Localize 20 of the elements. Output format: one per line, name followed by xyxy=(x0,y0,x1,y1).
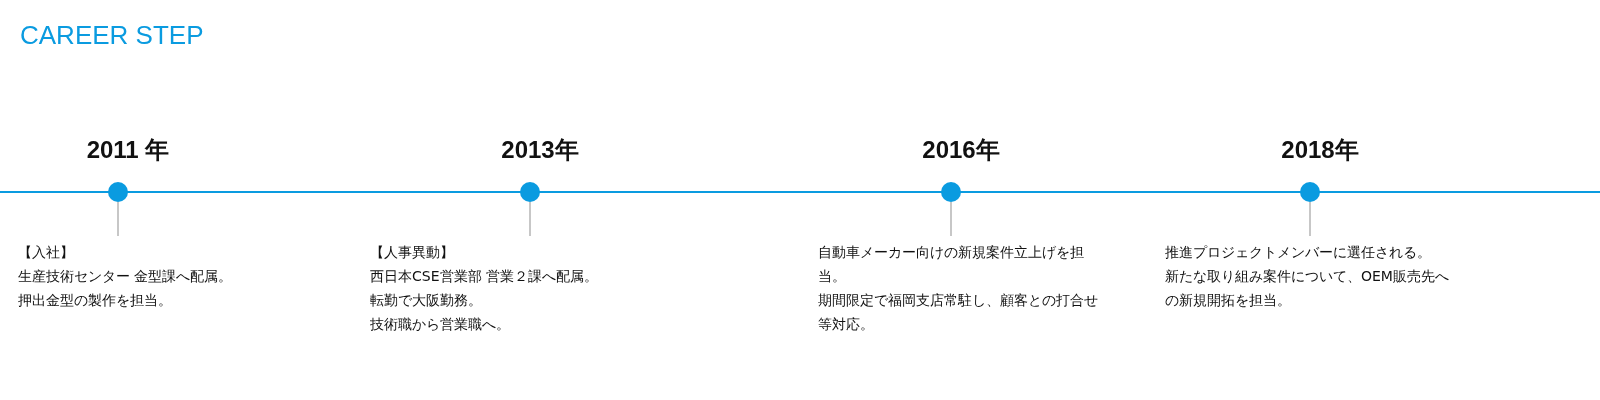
year-label: 2011 年 xyxy=(86,135,170,165)
description-text: 転勤で大阪勤務。 xyxy=(370,291,483,310)
year-label: 2016年 xyxy=(922,135,1000,165)
description-text: 自動車メーカー向けの新規案件立上げを担当。 xyxy=(818,243,1085,286)
diagram-title: CAREER STEP xyxy=(20,20,204,51)
leader-line xyxy=(1309,201,1311,237)
description-text: 期間限定で福岡支店常駐し、顧客との打合せ等対応。 xyxy=(818,291,1099,334)
event-heading: 【人事異動】 xyxy=(370,243,455,262)
year-label: 2013年 xyxy=(501,135,579,165)
description-text: 生産技術センター 金型課へ配属。 xyxy=(18,267,234,286)
leader-line xyxy=(117,201,119,237)
description-text: 技術職から営業職へ。 xyxy=(370,315,511,334)
event-heading: 【入社】 xyxy=(18,243,75,262)
leader-line xyxy=(529,201,531,237)
year-label: 2018年 xyxy=(1281,135,1359,165)
description-text: 新たな取り組み案件について、OEM販売先への新規開拓を担当。 xyxy=(1165,267,1450,310)
leader-line xyxy=(950,201,952,237)
description-text: 推進プロジェクトメンバーに選任される。 xyxy=(1165,243,1432,262)
description-text: 押出金型の製作を担当。 xyxy=(18,291,173,310)
description-text: 西日本CSE営業部 営業２課へ配属。 xyxy=(370,267,599,286)
